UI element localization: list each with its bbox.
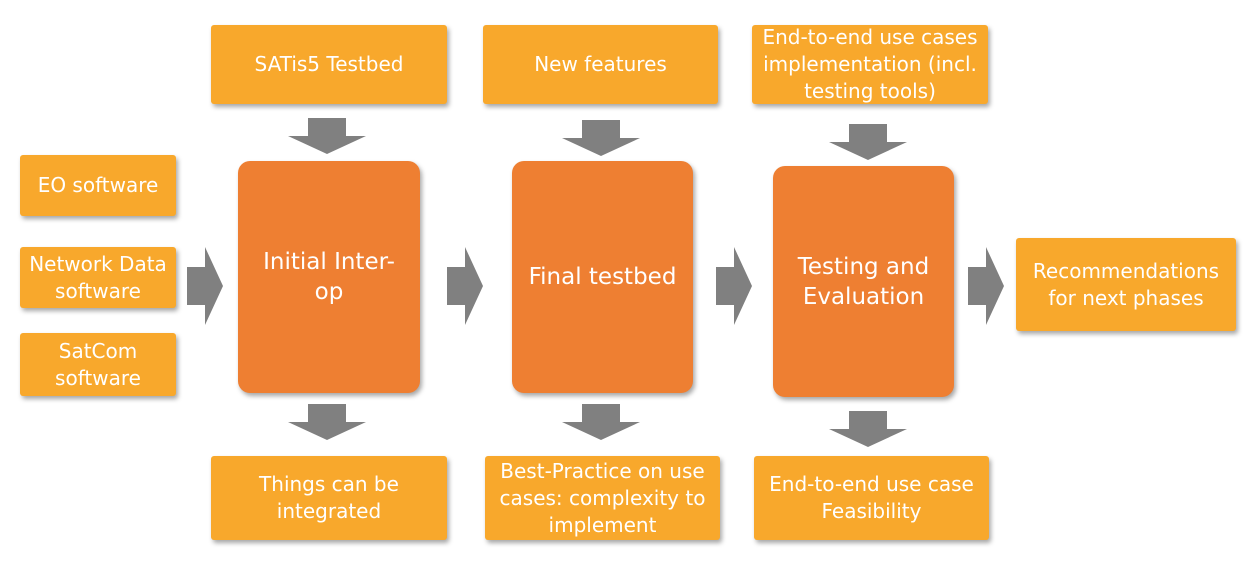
arrow-down-icon [288,118,366,154]
testing-evaluation-label: Testing and Evaluation [797,253,930,310]
arrow-down-icon [288,404,366,440]
satis5-testbed-label: SATis5 Testbed [254,52,404,76]
arrow-down-icon [829,124,907,160]
network-data-software-box: Network Data software [20,247,176,308]
end-to-end-implementation-box: End-to-end use cases implementation (inc… [752,25,988,104]
satcom-software-label: SatCom software [55,338,141,390]
arrow-right-icon [187,247,223,325]
initial-interop-label: Initial Inter- op [263,249,395,305]
end-to-end-feasibility-box: End-to-end use case Feasibility [754,456,989,540]
best-practice-box: Best-Practice on use cases: complexity t… [485,456,720,540]
eo-software-label: EO software [37,173,159,197]
arrow-right-icon [716,247,752,325]
recommendations-label: Recommendations for next phases [1032,258,1220,310]
recommendations-box: Recommendations for next phases [1016,238,1236,331]
final-testbed-stage: Final testbed [512,161,693,393]
end-to-end-implementation-label: End-to-end use cases implementation (inc… [762,25,978,103]
testing-evaluation-stage: Testing and Evaluation [773,166,954,397]
arrow-right-icon [968,247,1004,325]
final-testbed-label: Final testbed [528,264,677,290]
new-features-label: New features [534,52,667,76]
arrow-down-icon [829,411,907,447]
things-integrated-box: Things can be integrated [211,456,447,540]
arrow-right-icon [447,247,483,325]
network-data-software-label: Network Data software [29,251,167,303]
initial-interop-stage: Initial Inter- op [238,161,420,393]
satcom-software-box: SatCom software [20,333,176,396]
eo-software-box: EO software [20,155,176,216]
arrow-down-icon [562,404,640,440]
arrow-down-icon [562,120,640,156]
satis5-testbed-box: SATis5 Testbed [211,25,447,104]
best-practice-label: Best-Practice on use cases: complexity t… [499,458,706,537]
new-features-box: New features [483,25,718,104]
end-to-end-feasibility-label: End-to-end use case Feasibility [769,472,974,523]
things-integrated-label: Things can be integrated [259,472,399,523]
